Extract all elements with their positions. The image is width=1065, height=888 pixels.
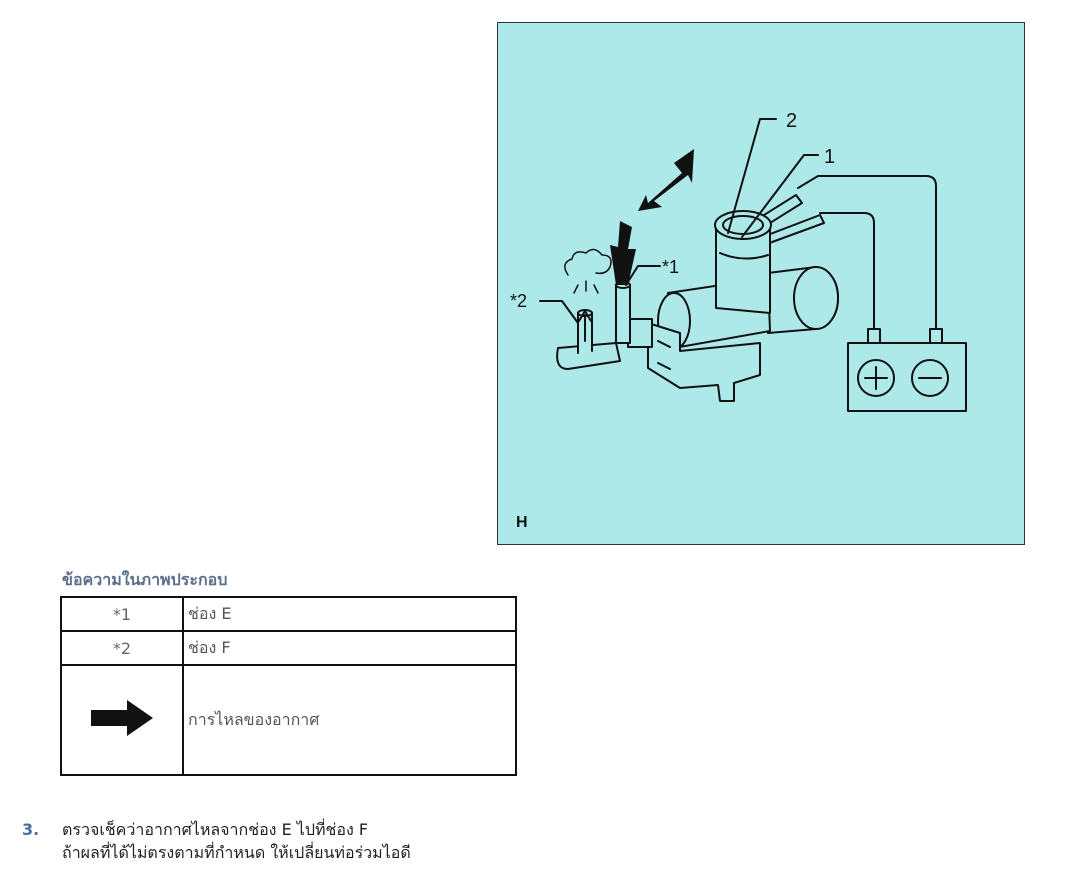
callout-line-port-e bbox=[625, 265, 661, 286]
step-line-2: ถ้าผลที่ได้ไม่ตรงตามที่กำหนด ให้เปลี่ยนท… bbox=[62, 843, 411, 862]
callout-line-port-f bbox=[539, 300, 579, 324]
air-puff-icon bbox=[564, 248, 612, 294]
legend-text: การไหลของอากาศ bbox=[182, 664, 517, 776]
step-number: 3. bbox=[22, 820, 40, 839]
legend-text: ช่อง F bbox=[182, 630, 517, 666]
figure-id-letter: H bbox=[516, 514, 528, 531]
legend-table: *1 ช่อง E *2 ช่อง F การไหลของอากาศ bbox=[60, 596, 517, 776]
legend-row: การไหลของอากาศ bbox=[60, 664, 517, 776]
legend-symbol-cell bbox=[60, 664, 184, 776]
right-arrow-icon bbox=[91, 700, 153, 736]
illustration-figure: 2 1 *1 *2 H bbox=[497, 22, 1025, 545]
airflow-down-arrow-icon bbox=[610, 221, 636, 285]
callout-port-f: *2 bbox=[510, 291, 527, 311]
port-e bbox=[615, 281, 631, 344]
legend-row: *1 ช่อง E bbox=[60, 596, 517, 632]
outflow-arrow bbox=[578, 310, 592, 342]
callout-2: 2 bbox=[786, 110, 797, 132]
callout-line-2 bbox=[727, 118, 777, 234]
vsv-test-diagram: 2 1 *1 *2 bbox=[510, 110, 967, 412]
legend-symbol: *2 bbox=[60, 630, 184, 666]
step-line-1: ตรวจเช็คว่าอากาศไหลจากช่อง E ไปที่ช่อง F bbox=[62, 820, 369, 839]
legend-text: ช่อง E bbox=[182, 596, 517, 632]
callout-line-1 bbox=[741, 154, 819, 238]
battery-icon bbox=[847, 328, 967, 412]
airflow-arrow-icon bbox=[638, 149, 694, 211]
callout-1: 1 bbox=[824, 146, 835, 168]
callout-port-e: *1 bbox=[662, 257, 679, 277]
vsv-body bbox=[627, 210, 839, 402]
port-f bbox=[556, 309, 621, 370]
legend-row: *2 ช่อง F bbox=[60, 630, 517, 666]
legend-heading: ข้อความในภาพประกอบ bbox=[62, 570, 228, 589]
legend-symbol: *1 bbox=[60, 596, 184, 632]
step-text: ตรวจเช็คว่าอากาศไหลจากช่อง E ไปที่ช่อง F… bbox=[62, 818, 411, 864]
wire-positive bbox=[819, 212, 875, 330]
wire-negative bbox=[797, 175, 937, 330]
